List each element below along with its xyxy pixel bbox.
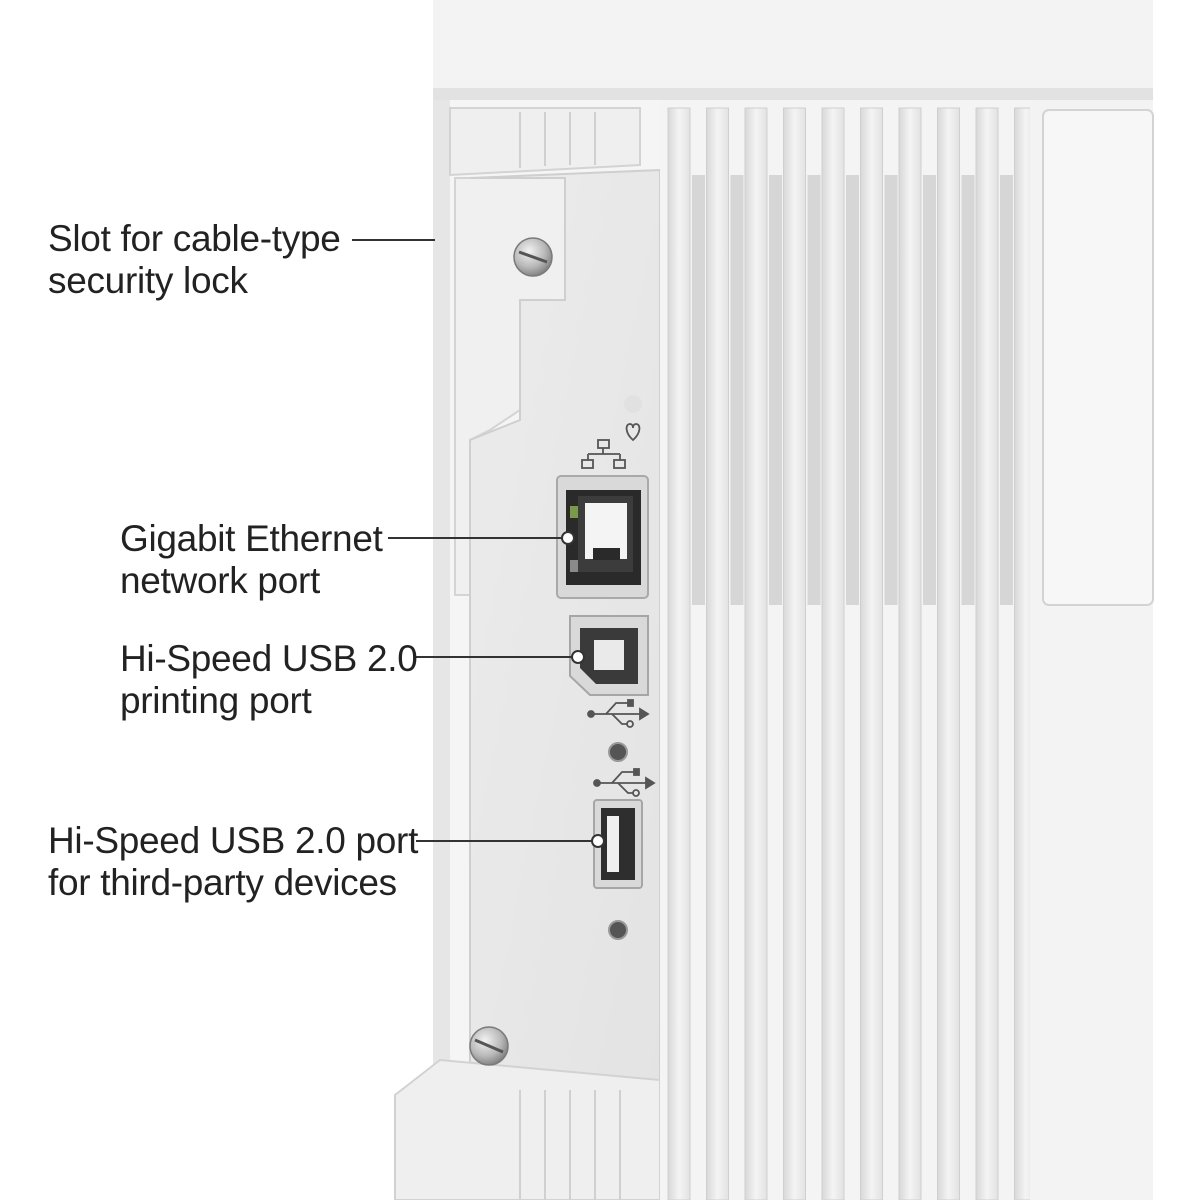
callout-usb-host-line2: for third-party devices	[48, 862, 397, 903]
leader-dot-ethernet	[561, 531, 575, 545]
heart-status-icon	[625, 423, 641, 442]
rib	[783, 107, 806, 1200]
vent-slot	[692, 175, 705, 605]
callout-security-lock: Slot for cable-type security lock	[48, 218, 341, 302]
callout-ethernet-line2: network port	[120, 560, 320, 601]
callout-ethernet: Gigabit Ethernet network port	[120, 518, 383, 602]
callout-usb-printing: Hi-Speed USB 2.0 printing port	[120, 638, 418, 722]
vent-slot	[807, 175, 821, 605]
vent-slot	[846, 175, 859, 605]
rib	[667, 107, 691, 1200]
pinhole-upper	[608, 742, 628, 762]
callout-usb-host-line1: Hi-Speed USB 2.0 port	[48, 820, 419, 861]
leader-lines	[352, 239, 605, 848]
callout-usb-host: Hi-Speed USB 2.0 port for third-party de…	[48, 820, 418, 904]
callout-usb-printing-line2: printing port	[120, 680, 312, 721]
network-icon	[581, 439, 626, 469]
rib	[937, 107, 960, 1200]
usb-b-port[interactable]	[569, 615, 649, 696]
callout-security-lock-line1: Slot for cable-type	[48, 218, 341, 259]
screw-bottom	[469, 1026, 509, 1066]
printer-bottom-bracket	[394, 1058, 661, 1200]
vent-slot	[961, 175, 975, 605]
vent-slot	[884, 175, 898, 605]
status-led	[624, 395, 642, 413]
ethernet-port[interactable]	[556, 475, 649, 599]
ribbed-rear-cover	[660, 100, 1037, 1200]
printer-top	[433, 0, 1153, 100]
rib	[744, 107, 768, 1200]
usb-icon	[593, 768, 656, 797]
rib	[821, 107, 845, 1200]
usb-a-port[interactable]	[593, 799, 643, 889]
leader-dot-usb-host	[591, 834, 605, 848]
vent-slot	[923, 175, 936, 605]
vent-slot	[769, 175, 782, 605]
rib	[898, 107, 922, 1200]
callout-usb-printing-line1: Hi-Speed USB 2.0	[120, 638, 418, 679]
pinhole-lower	[608, 920, 628, 940]
rib	[706, 107, 729, 1200]
usb-icon	[587, 699, 650, 728]
rib	[975, 107, 999, 1200]
vent-slot	[1000, 175, 1013, 605]
vent-slot	[730, 175, 744, 605]
leader-dot-usb-printing	[571, 650, 585, 664]
right-cover-panel	[1030, 100, 1154, 1200]
rib	[860, 107, 883, 1200]
screw-top	[513, 237, 553, 277]
callout-security-lock-line2: security lock	[48, 260, 248, 301]
callout-ethernet-line1: Gigabit Ethernet	[120, 518, 383, 559]
